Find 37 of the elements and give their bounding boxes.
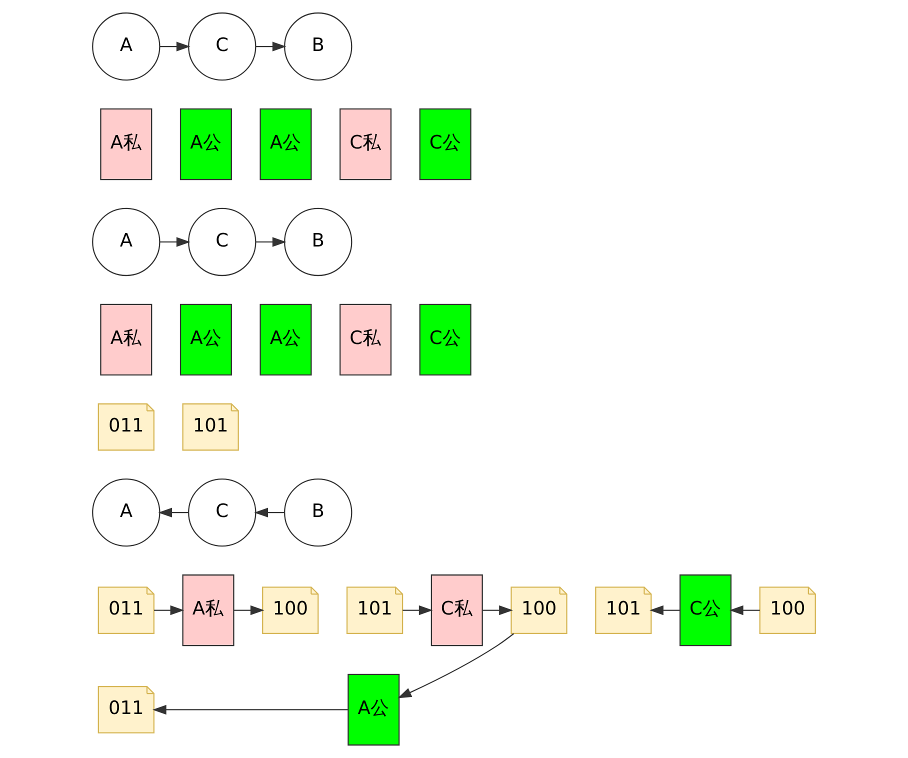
node-box: A私 (100, 108, 152, 180)
node-circle: C (188, 478, 256, 547)
node-box: A公 (348, 674, 400, 746)
node-circle: B (284, 478, 352, 547)
arrow (398, 633, 514, 698)
node-box: C公 (419, 304, 472, 376)
node-box: C公 (680, 574, 732, 646)
arrow (158, 508, 189, 518)
node-box: A公 (260, 108, 312, 180)
node-circle: B (284, 12, 352, 81)
node-circle: C (188, 12, 256, 81)
arrow (160, 237, 190, 247)
node-circle: B (284, 208, 352, 276)
node-box: A私 (100, 304, 152, 376)
node-box: A公 (180, 304, 232, 376)
node-box: A公 (180, 108, 232, 180)
arrow (482, 605, 513, 616)
arrow (254, 508, 285, 518)
node-box: C私 (340, 304, 392, 376)
node-box: C私 (340, 108, 392, 180)
node-circle: A (92, 208, 160, 276)
arrow (160, 42, 190, 52)
arrow (402, 605, 433, 616)
arrow (234, 605, 264, 616)
node-box: C公 (419, 108, 472, 180)
arrow (256, 42, 286, 52)
arrow (729, 605, 760, 616)
node-box: A公 (260, 304, 312, 376)
arrow (152, 704, 348, 715)
arrow (650, 605, 680, 616)
arrow (154, 605, 184, 616)
node-circle: A (92, 12, 160, 81)
node-circle: A (92, 478, 160, 547)
arrow (256, 237, 286, 247)
node-box: C私 (430, 574, 483, 646)
node-box: A私 (182, 574, 234, 646)
node-circle: C (188, 208, 256, 276)
